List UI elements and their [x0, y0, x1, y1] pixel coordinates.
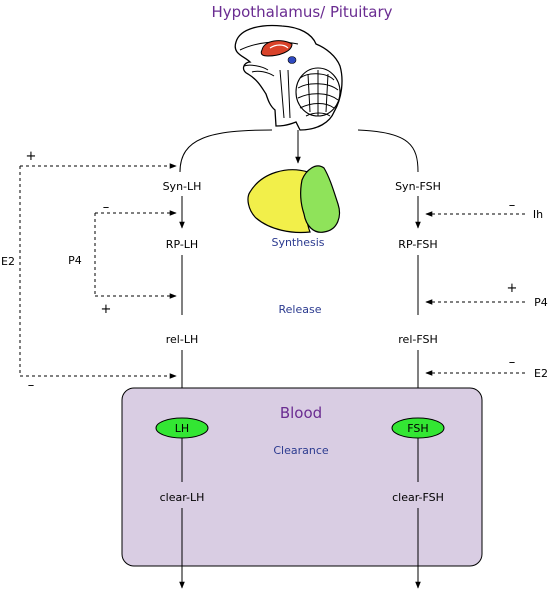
right-p4-label: P4	[534, 296, 548, 309]
rel-lh-label: rel-LH	[166, 333, 198, 346]
left-branch-curve	[179, 129, 273, 173]
fsh-hormone-label: FSH	[407, 422, 428, 435]
blood-label: Blood	[280, 404, 322, 422]
left-e2-feedback	[19, 163, 177, 379]
syn-lh-label: Syn-LH	[163, 180, 202, 193]
brain-illustration	[234, 24, 343, 131]
page-title: Hypothalamus/ Pituitary	[211, 3, 392, 21]
e2-plus-sign: +	[26, 149, 37, 164]
left-e2-label: E2	[1, 255, 15, 268]
left-p4-label: P4	[68, 254, 82, 267]
syn-fsh-label: Syn-FSH	[395, 180, 441, 193]
p4-plus-sign: +	[101, 302, 112, 317]
p4-minus-sign: –	[103, 200, 110, 215]
release-label: Release	[279, 303, 322, 316]
synthesis-label: Synthesis	[271, 236, 324, 249]
ih-minus-sign: –	[509, 198, 516, 213]
rp-fsh-label: RP-FSH	[398, 238, 437, 251]
ih-label: Ih	[533, 208, 543, 221]
right-e2-minus-sign: –	[509, 355, 516, 370]
clear-fsh-label: clear-FSH	[392, 491, 444, 504]
pituitary-gland-icon	[247, 165, 341, 234]
clearance-label: Clearance	[273, 444, 329, 457]
clear-lh-label: clear-LH	[160, 491, 205, 504]
lh-hormone-label: LH	[175, 422, 189, 435]
right-branch-curve	[357, 129, 419, 173]
e2-minus-sign: –	[28, 378, 35, 393]
left-p4-feedback	[94, 210, 177, 299]
right-e2-label: E2	[534, 367, 548, 380]
cerebellum-icon	[295, 67, 341, 117]
rp-lh-label: RP-LH	[166, 238, 198, 251]
blood-compartment	[121, 387, 483, 567]
right-p4-plus-sign: +	[507, 281, 518, 296]
rel-fsh-label: rel-FSH	[398, 333, 437, 346]
